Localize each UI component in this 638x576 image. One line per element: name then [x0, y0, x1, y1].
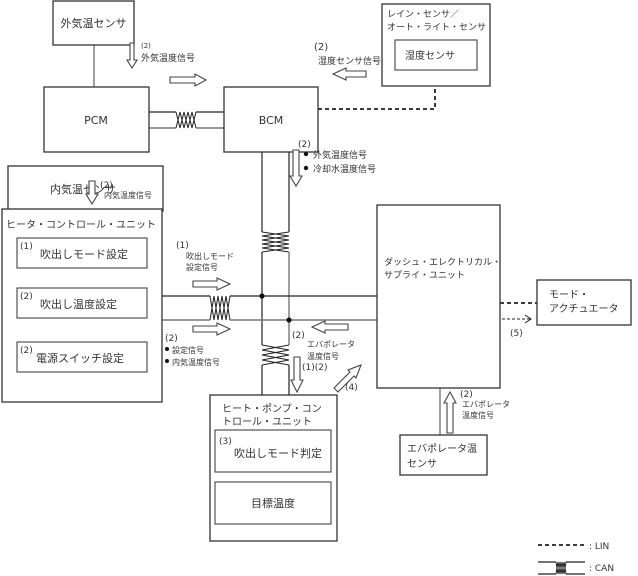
bullet-icon	[303, 165, 309, 171]
outside-temp-sensor-label: 外気温センサ	[61, 16, 127, 30]
evap-sensor-signal-label-1: エバポレータ	[462, 400, 510, 409]
diagonal-arrow-icon	[333, 364, 362, 393]
mode-signal-label-1: 吹出しモード	[186, 251, 234, 261]
evap-sensor-label-1: エバポレータ温	[407, 443, 477, 455]
bcm-signal-num: (2)	[298, 140, 311, 150]
evaporator-temp-sensor-box: エバポレータ温 センサ	[399, 434, 488, 476]
down-arrow-icon	[126, 42, 138, 70]
evap-bus-label-1: エバポレータ	[307, 340, 355, 349]
arrow-head-icon	[524, 314, 532, 324]
humidity-signal-num: (2)	[314, 42, 328, 53]
heat-pump-item-1-label: 吹出しモード判定	[234, 446, 322, 460]
pcm-box: PCM	[43, 86, 150, 153]
heat-pump-item-2-label: 目標温度	[251, 496, 295, 510]
down-arrow-icon	[85, 180, 99, 206]
bcm-label: BCM	[259, 114, 284, 127]
up-arrow-icon	[443, 390, 457, 434]
lin-bcm-rain-sensor	[318, 86, 436, 110]
inside-signal-label: 内気温度信号	[104, 190, 152, 200]
can-heater-desu	[162, 293, 377, 323]
legend-can-label: : CAN	[589, 564, 614, 574]
legend-can-symbol	[538, 561, 585, 575]
inside-signal-num: (2)	[100, 181, 113, 191]
rain-sensor-box: レイン・センサ／ オート・ライト・センサ 湿度センサ	[381, 3, 491, 87]
legend: : LIN : CAN	[538, 542, 614, 575]
bullet-icon	[165, 359, 169, 363]
heat-pump-item-1-num: (3)	[219, 437, 232, 447]
left-arrow-icon	[331, 67, 367, 81]
can-pcm-bcm	[149, 111, 224, 129]
mode-signal-label-2: 設定信号	[186, 262, 218, 272]
heater-item-1-num: (1)	[20, 242, 33, 252]
evap-sensor-signal-num: (2)	[460, 390, 473, 400]
mode-actuator-label-2: アクチュエータ	[549, 303, 619, 315]
from-heat-pump-num: (4)	[345, 383, 358, 393]
desu-label-1: ダッシュ・エレクトリカル・	[384, 256, 501, 268]
heat-pump-label-2: トロール・ユニット	[222, 417, 312, 428]
heater-item-3-num: (2)	[20, 346, 33, 356]
evap-sensor-label-2: センサ	[407, 458, 437, 470]
bcm-signal-bullet-1: 外気温度信号	[313, 149, 367, 161]
heater-item-1-label: 吹出しモード設定	[40, 247, 128, 261]
outside-signal-num: (2)	[141, 42, 151, 50]
inside-temp-sensor-box: 内気温センサ	[7, 165, 164, 212]
mode-actuator-box: モード・ アクチュエータ	[536, 279, 632, 326]
right-arrow-icon	[192, 322, 232, 336]
evap-bus-label-2: 温度信号	[307, 351, 339, 361]
evap-bus-num: (2)	[292, 331, 305, 341]
rain-sensor-label-1: レイン・センサ／	[387, 9, 459, 20]
heat-pump-control-unit-box: ヒート・ポンプ・コン トロール・ユニット (3) 吹出しモード判定 目標温度	[209, 394, 338, 542]
right-arrow-icon	[169, 73, 208, 87]
down-arrow-icon	[289, 149, 303, 188]
settings-signal-bullet-2: 内気温度信号	[172, 357, 220, 367]
dash-electrical-supply-unit-box: ダッシュ・エレクトリカル・ サプライ・ユニット	[376, 204, 501, 389]
humidity-signal-label: 湿度センサ信号	[318, 55, 381, 67]
humidity-sensor-label: 湿度センサ	[405, 49, 455, 62]
to-heat-pump-num: (1)(2)	[302, 363, 328, 373]
desu-label-2: サプライ・ユニット	[384, 270, 465, 281]
down-arrow-icon	[290, 356, 304, 394]
heater-item-2-num: (2)	[20, 292, 33, 302]
bullet-icon	[165, 347, 169, 351]
evap-sensor-signal-label-2: 温度信号	[462, 410, 494, 420]
inside-temp-sensor-label: 内気温センサ	[50, 182, 116, 196]
settings-signal-bullet-1: 設定信号	[172, 345, 204, 355]
mode-signal-num: (1)	[176, 241, 189, 251]
rain-sensor-label-2: オート・ライト・センサ	[387, 22, 486, 33]
bullet-icon	[303, 151, 309, 157]
mode-actuator-label-1: モード・	[549, 290, 589, 301]
can-bcm-vertical	[261, 152, 290, 395]
right-arrow-icon	[192, 277, 232, 291]
heater-control-unit-title: ヒータ・コントロール・ユニット	[6, 219, 156, 231]
heat-pump-label-1: ヒート・ポンプ・コン	[222, 403, 322, 415]
heater-item-2-label: 吹出し温度設定	[40, 297, 117, 311]
outside-temp-sensor-box: 外気温センサ	[52, 0, 135, 46]
bcm-box: BCM	[223, 86, 319, 153]
legend-lin-label: : LIN	[589, 542, 609, 552]
heater-item-3-label: 電源スイッチ設定	[36, 351, 124, 365]
settings-signal-num: (2)	[165, 334, 178, 344]
left-arrow-icon	[310, 320, 349, 334]
heater-control-unit-box: ヒータ・コントロール・ユニット (1) 吹出しモード設定 (2) 吹出し温度設定…	[1, 208, 163, 403]
to-actuator-num: (5)	[510, 329, 523, 339]
bcm-signal-bullet-2: 冷却水温度信号	[313, 163, 376, 175]
outside-signal-label: 外気温度信号	[141, 52, 195, 64]
pcm-label: PCM	[84, 114, 108, 127]
